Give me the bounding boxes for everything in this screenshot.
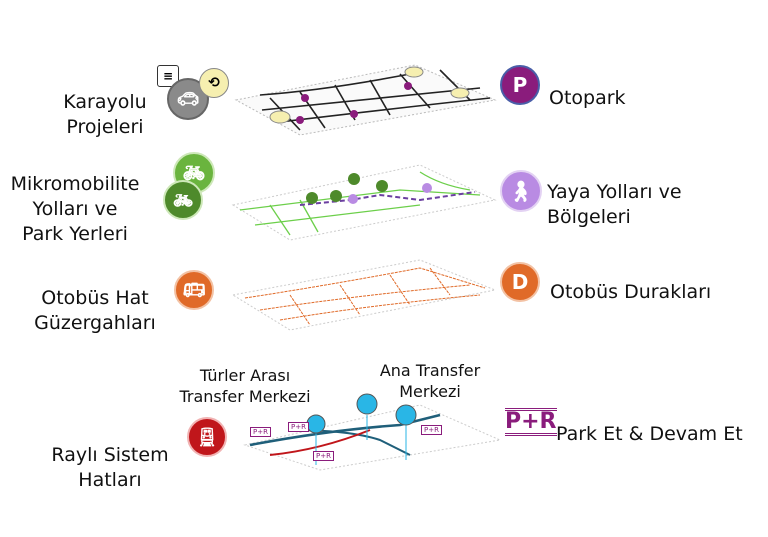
rail-label-1: Raylı Sistem	[51, 444, 169, 466]
bus-label-2: Güzergahları	[34, 312, 156, 334]
road-label-2: Projeleri	[66, 116, 144, 138]
micromobility-label-3: Park Yerleri	[22, 223, 128, 245]
main-transfer-label-1: Ana Transfer	[379, 361, 481, 380]
parking-icon: P	[500, 65, 540, 105]
pedestrian-label-1: Yaya Yolları ve	[547, 181, 682, 203]
traffic-light-icon: ≡	[157, 65, 179, 87]
bike-parking-icon: 🚲︎	[163, 180, 203, 220]
roundabout-icon: ⟲	[199, 68, 229, 98]
train-icon: 🚆︎	[187, 417, 227, 457]
intermodal-label-2: Transfer Merkezi	[179, 387, 311, 406]
pedestrian-label-2: Bölgeleri	[547, 206, 631, 228]
pr-badge: P+R	[313, 451, 334, 461]
micromobility-layer-map	[231, 164, 497, 241]
bus-layer-map	[231, 259, 497, 331]
park-and-ride-label: Park Et & Devam Et	[556, 423, 743, 445]
bus-stop-label: Otobüs Durakları	[550, 281, 712, 303]
bus-icon: 🚌︎	[174, 270, 214, 310]
road-label-1: Karayolu	[63, 91, 147, 113]
bus-label-1: Otobüs Hat	[41, 287, 149, 309]
rail-label-2: Hatları	[78, 469, 142, 491]
pr-badge: P+R	[288, 422, 309, 432]
intermodal-label-1: Türler Arası	[199, 366, 291, 385]
pedestrian-icon: 🚶︎	[500, 170, 542, 212]
pr-badge: P+R	[250, 427, 271, 437]
micromobility-label-2: Yolları ve	[32, 198, 118, 220]
micromobility-label-1: Mikromobilite	[10, 173, 140, 195]
parking-label: Otopark	[549, 87, 626, 109]
main-transfer-label-2: Merkezi	[399, 382, 461, 401]
pr-badge: P+R	[421, 425, 442, 435]
road-layer-map	[234, 64, 497, 136]
park-and-ride-icon: P+R	[505, 408, 557, 436]
bus-stop-icon: D	[500, 262, 540, 302]
